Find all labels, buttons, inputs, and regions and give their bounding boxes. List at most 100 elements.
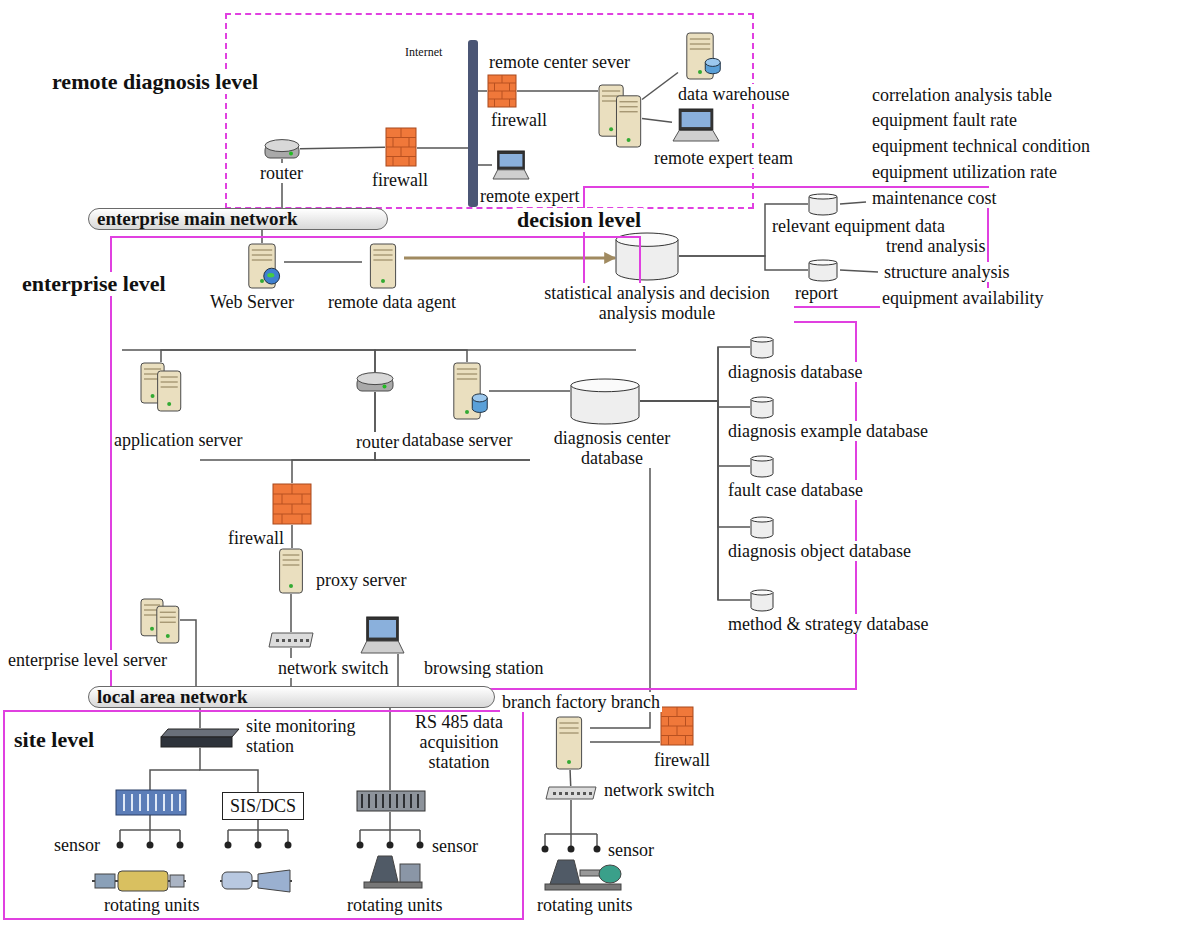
- drive-slot: [160, 622, 176, 623]
- firewall-wall: [488, 75, 516, 107]
- brick-line: [393, 157, 394, 167]
- sensor-dot: [568, 846, 575, 853]
- network-bar: enterprise main network: [88, 208, 388, 230]
- brick-line: [302, 514, 303, 524]
- power-led: [167, 402, 171, 406]
- node-label: application server: [112, 430, 244, 450]
- power-led: [289, 584, 293, 588]
- sensor-dot: [117, 842, 124, 849]
- switch-port: [282, 639, 285, 642]
- connector: [642, 119, 672, 123]
- server2-icon: [140, 598, 180, 644]
- server-case: [157, 606, 179, 643]
- node-label: remote expert: [478, 186, 581, 206]
- station-top: [161, 729, 239, 737]
- level-region: remote diagnosis levelInternetrouterfire…: [227, 15, 752, 207]
- level-region: site levelsite monitoring stationSIS/DCS…: [5, 712, 522, 918]
- node-label: enterprise level server: [6, 650, 169, 670]
- connector: [300, 147, 385, 148]
- rack-icon: [116, 790, 186, 815]
- drive-slot: [161, 382, 178, 383]
- server-case: [616, 96, 640, 147]
- rotating-unit: [364, 856, 422, 888]
- laptop-node: browsing station: [360, 616, 405, 654]
- db-top: [616, 233, 678, 246]
- switch-port: [559, 792, 562, 795]
- sensor-dot: [594, 846, 601, 853]
- drive-slot: [283, 555, 300, 556]
- laptop-icon: [672, 108, 720, 142]
- node-label: SIS/DCS: [230, 796, 296, 816]
- connector: [417, 147, 468, 149]
- cyl-icon: [750, 516, 774, 538]
- node-label: enterprise main network: [89, 209, 298, 228]
- rack-slot: [361, 794, 363, 808]
- drive-slot: [559, 723, 578, 724]
- sensor-dot: [225, 842, 232, 849]
- connector: [489, 390, 570, 392]
- node-label: diagnosis object database: [726, 541, 913, 561]
- node-label: router: [258, 163, 305, 183]
- cyl-node: diagnosis database: [750, 336, 774, 358]
- node-label: branch factory branch: [500, 692, 662, 712]
- connector: [161, 350, 375, 372]
- db-top: [809, 260, 837, 265]
- brick-line: [668, 736, 669, 746]
- network-bar: Internet: [468, 40, 478, 207]
- pump: [370, 856, 398, 882]
- cyl-icon: [750, 589, 774, 611]
- brick-line: [409, 157, 410, 167]
- cyl-node: diagnosis center database: [570, 378, 640, 424]
- drive-slot: [619, 106, 637, 107]
- switch-port: [553, 792, 556, 795]
- cyl-node: fault case database: [750, 455, 774, 477]
- rack-slot: [403, 794, 405, 808]
- station-node: site monitoring station: [160, 728, 240, 748]
- drive-slot: [457, 374, 477, 375]
- connector: [679, 256, 808, 270]
- connector: [478, 164, 492, 166]
- cyl-icon: [570, 378, 640, 424]
- server-case: [158, 371, 181, 411]
- firewall-wall: [386, 128, 416, 166]
- drive-slot: [619, 101, 637, 102]
- connector: [517, 90, 598, 92]
- laptop-icon: [360, 616, 405, 654]
- firewall-wall: [273, 484, 311, 524]
- switch-port: [571, 792, 574, 795]
- connector: [284, 261, 362, 263]
- firewall-icon: [487, 74, 517, 108]
- server-icon: [362, 243, 404, 289]
- sensor-dot: [542, 846, 549, 853]
- server-icon: [272, 548, 310, 594]
- system-box: SIS/DCS: [222, 792, 304, 820]
- brick-line: [502, 91, 503, 99]
- cyl-node: statistical analysis and decision analys…: [615, 232, 679, 280]
- annotation-text: rotating units: [102, 895, 202, 915]
- motor: [599, 865, 621, 883]
- drive-slot: [252, 260, 272, 261]
- annotation-text: rotating units: [535, 895, 635, 915]
- brick-line: [685, 736, 686, 746]
- laptop-display: [500, 154, 523, 167]
- node-label: browsing station: [422, 658, 546, 678]
- router-led: [289, 151, 293, 155]
- server-node: remote data agent: [362, 243, 404, 289]
- rack-slot: [368, 794, 370, 808]
- power-led: [567, 760, 571, 764]
- server-case: [370, 244, 395, 288]
- drive-slot: [457, 379, 477, 380]
- laptop-screen: [679, 109, 713, 130]
- brick-line: [509, 83, 510, 91]
- drive-slot: [161, 387, 178, 388]
- firewall-icon: [272, 483, 312, 525]
- switch-port: [565, 792, 568, 795]
- node-label: fault case database: [726, 480, 865, 500]
- motor: [222, 872, 252, 889]
- connector: [642, 73, 678, 100]
- drive-slot: [559, 728, 578, 729]
- switch-port: [589, 792, 592, 795]
- brick-line: [401, 147, 402, 157]
- rack-slot: [417, 794, 419, 808]
- cyl-icon: [615, 232, 679, 280]
